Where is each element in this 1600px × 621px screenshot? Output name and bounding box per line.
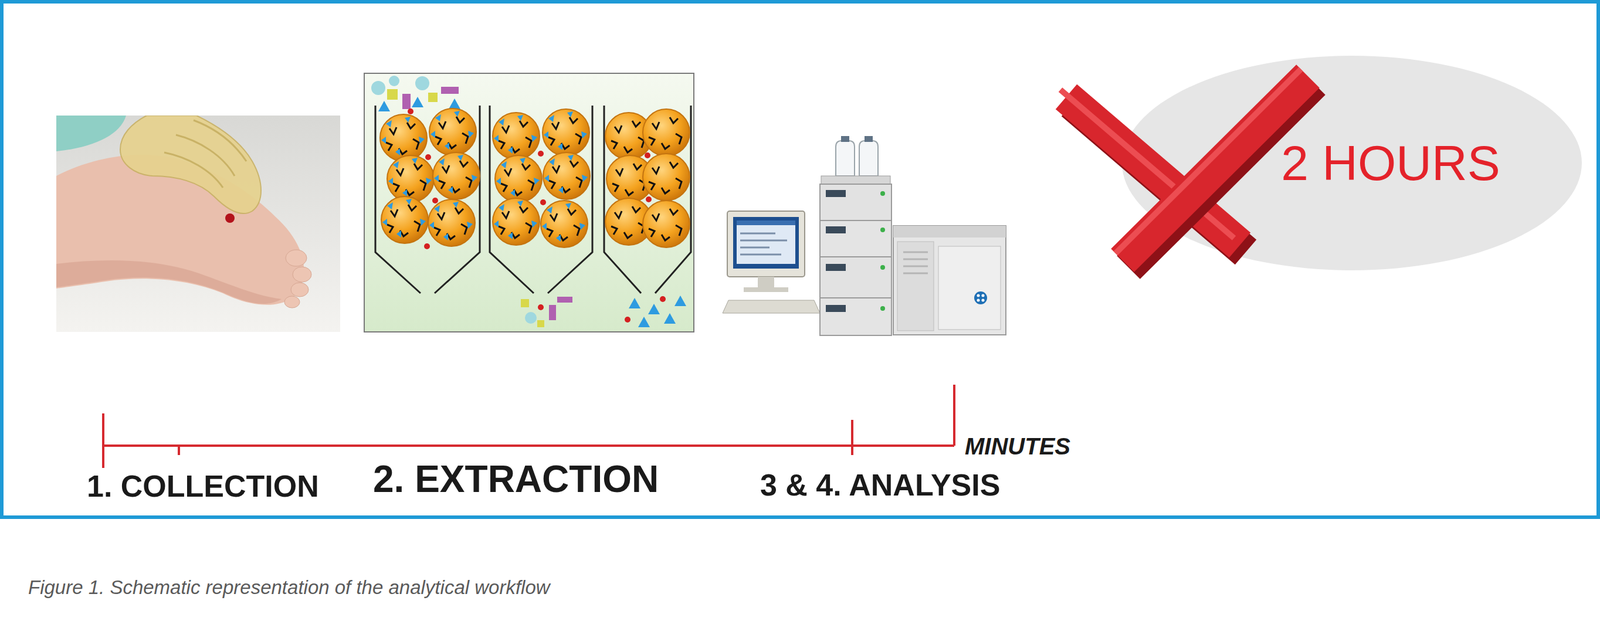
label-slot: 1. COLLECTION <box>86 469 320 505</box>
lcms-instrument <box>722 136 1006 336</box>
extraction-columns <box>364 73 694 332</box>
heel-prick-photo <box>56 115 341 332</box>
label-slot: MINUTES <box>964 432 1071 460</box>
time-axis <box>103 384 955 469</box>
caption-slot: Figure 1. Schematic representation of th… <box>28 576 551 599</box>
figure-caption: Figure 1. Schematic representation of th… <box>28 576 551 599</box>
step-label: 3 & 4. ANALYSIS <box>760 468 1000 504</box>
axis-unit: MINUTES <box>964 432 1071 460</box>
label-slot: 2. EXTRACTION <box>373 458 659 502</box>
figure-frame <box>1 1 1599 518</box>
label-slot: 3 & 4. ANALYSIS <box>760 468 1000 504</box>
duration-ellipse: 2 HOURS <box>1121 55 1582 271</box>
ellipse-fill <box>1121 55 1582 271</box>
step-label: 2. EXTRACTION <box>373 458 659 502</box>
duration-text: 2 HOURS <box>1280 134 1500 192</box>
step-label: 1. COLLECTION <box>86 469 320 505</box>
